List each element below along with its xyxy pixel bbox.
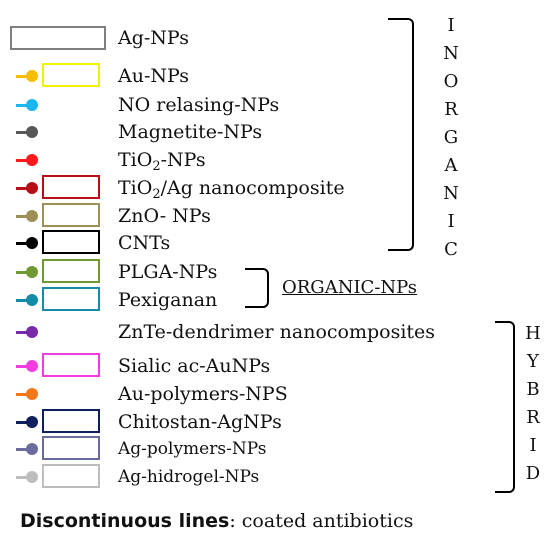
legend-line-segment (16, 364, 28, 368)
legend-label: Ag-hidrogel-NPs (118, 467, 260, 487)
legend-label: Chitostan-AgNPs (118, 411, 282, 433)
legend-item: Ag-NPs (0, 24, 510, 52)
footer-note: Discontinuous lines: coated antibiotics (20, 510, 413, 532)
legend-dot-marker (26, 294, 38, 306)
legend-box-marker (42, 287, 100, 311)
legend-box-marker (42, 436, 100, 460)
legend-item: Pexiganan (0, 286, 510, 314)
legend-label: TiO2/Ag nanocomposite (118, 177, 345, 202)
legend-label: TiO2-NPs (118, 149, 206, 174)
legend-label: CNTs (118, 232, 171, 254)
legend-line-segment (16, 420, 28, 424)
legend-dot-marker (26, 126, 38, 138)
legend-label: Ag-NPs (118, 27, 189, 49)
legend-item: PLGA-NPs (0, 258, 510, 286)
legend-dot-marker (26, 210, 38, 222)
legend-line-segment (16, 158, 28, 162)
legend-label: PLGA-NPs (118, 261, 218, 283)
group-letter: I (447, 211, 455, 232)
legend-item: Sialic ac-AuNPs (0, 352, 510, 380)
legend-dot-marker (26, 471, 38, 483)
legend-label: Au-polymers-NPS (118, 383, 288, 405)
group-letter: N (443, 183, 459, 204)
legend-dot-marker (26, 360, 38, 372)
legend-item: CNTs (0, 229, 510, 257)
group-letter: R (526, 407, 540, 428)
legend-item: ZnO- NPs (0, 202, 510, 230)
legend-item: Ag-hidrogel-NPs (0, 463, 510, 491)
legend-line-segment (16, 298, 28, 302)
footer-rest: : coated antibiotics (229, 510, 414, 532)
legend-box-marker (42, 175, 100, 199)
legend-line-segment (16, 475, 28, 479)
legend-line-segment (16, 447, 28, 451)
legend-item: ZnTe-dendrimer nanocomposites (0, 318, 510, 346)
legend-label: ZnTe-dendrimer nanocomposites (118, 321, 436, 343)
legend-line-segment (16, 103, 28, 107)
legend-label: Pexiganan (118, 289, 218, 311)
legend-line-segment (16, 74, 28, 78)
legend-item: Ag-polymers-NPs (0, 435, 510, 463)
legend-line-segment (16, 330, 28, 334)
legend-dot-marker (26, 70, 38, 82)
legend-line-segment (16, 392, 28, 396)
legend-box-marker (42, 63, 100, 87)
legend-box-marker (10, 26, 106, 50)
legend-box-marker (42, 409, 100, 433)
legend-label: ZnO- NPs (118, 205, 211, 227)
hybrid-bracket (495, 321, 515, 493)
group-letter: R (444, 99, 458, 120)
legend-item: Au-NPs (0, 62, 510, 90)
group-letter: G (443, 127, 459, 148)
legend-line-segment (16, 270, 28, 274)
legend-dot-marker (26, 416, 38, 428)
legend-item: NO relasing-NPs (0, 91, 510, 119)
organic-label: ORGANIC-NPs (282, 277, 418, 298)
legend-line-segment (16, 130, 28, 134)
legend-dot-marker (26, 443, 38, 455)
group-letter: I (529, 435, 537, 456)
legend-dot-marker (26, 154, 38, 166)
group-letter: H (525, 323, 541, 344)
legend-line-segment (16, 186, 28, 190)
legend-box-marker (42, 259, 100, 283)
legend-dot-marker (26, 266, 38, 278)
inorganic-bracket (388, 18, 414, 251)
legend-line-segment (16, 241, 28, 245)
legend-box-marker (42, 230, 100, 254)
legend-item: Magnetite-NPs (0, 118, 510, 146)
legend-box-marker (42, 203, 100, 227)
legend-label: NO relasing-NPs (118, 94, 280, 116)
group-letter: I (447, 15, 455, 36)
group-letter: C (444, 239, 458, 260)
group-letter: O (443, 71, 459, 92)
group-letter: D (525, 463, 541, 484)
footer-bold: Discontinuous lines (20, 510, 230, 532)
legend-item: Au-polymers-NPS (0, 380, 510, 408)
legend-box-marker (42, 464, 100, 488)
legend-dot-marker (26, 237, 38, 249)
legend-dot-marker (26, 326, 38, 338)
group-letter: N (443, 43, 459, 64)
organic-bracket (245, 268, 269, 308)
group-letter: Y (527, 351, 539, 372)
legend-item: TiO2/Ag nanocomposite (0, 174, 510, 202)
legend-label: Magnetite-NPs (118, 121, 263, 143)
group-letter: B (526, 379, 540, 400)
legend-dot-marker (26, 388, 38, 400)
legend-label: Ag-polymers-NPs (118, 439, 267, 459)
legend-item: TiO2-NPs (0, 146, 510, 174)
legend-box-marker (42, 353, 100, 377)
legend-label: Sialic ac-AuNPs (118, 355, 271, 377)
legend-item: Chitostan-AgNPs (0, 408, 510, 436)
legend-line-segment (16, 214, 28, 218)
legend-dot-marker (26, 99, 38, 111)
legend-label: Au-NPs (118, 65, 190, 87)
group-letter: A (444, 155, 458, 176)
legend-dot-marker (26, 182, 38, 194)
